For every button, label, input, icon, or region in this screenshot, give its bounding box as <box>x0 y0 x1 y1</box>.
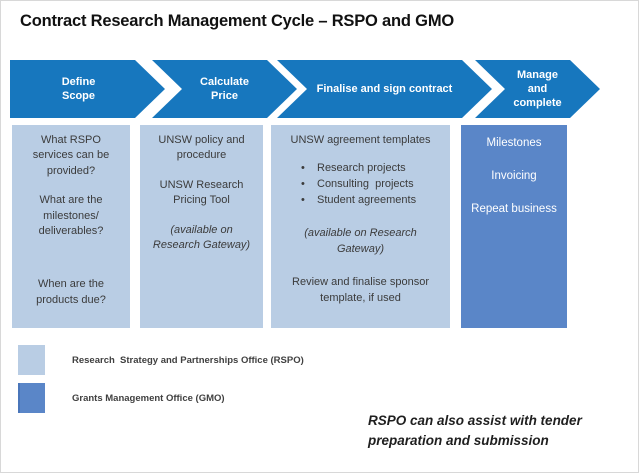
define-scope-detail-box: What RSPO services can be provided? What… <box>12 125 130 328</box>
detail-text: UNSW policy and procedure <box>158 134 245 162</box>
finalise-contract-detail-box: UNSW agreement templates Research projec… <box>271 125 450 328</box>
stage-chevron-manage-complete: Manage and complete <box>475 60 600 118</box>
stage-label: Finalise and sign contract <box>316 82 453 95</box>
stage-chevron-finalise-sign-contract: Finalise and sign contract <box>277 60 492 118</box>
tender-assistance-footnote: RSPO can also assist with tender prepara… <box>368 413 582 448</box>
detail-text: UNSW Research Pricing Tool <box>159 178 244 207</box>
stage-label: Manage and complete <box>513 68 562 110</box>
stage-label: Calculate Price <box>200 75 249 102</box>
list-item: Student agreements <box>301 192 450 208</box>
legend-row-rspo: Research Strategy and Partnerships Offic… <box>18 345 304 375</box>
detail-text: Review and finalise sponsor template, if… <box>292 276 429 304</box>
page-title: Contract Research Management Cycle – RSP… <box>20 12 454 30</box>
list-item-label: Student agreements <box>317 194 417 207</box>
stage-label: Define Scope <box>61 75 96 102</box>
manage-complete-detail-box: Milestones Invoicing Repeat business <box>461 125 567 328</box>
list-item-label: Research projects <box>317 162 406 175</box>
rspo-color-swatch <box>18 345 45 375</box>
stage-chevron-define-scope: Define Scope <box>10 60 165 118</box>
detail-heading: UNSW agreement templates <box>290 134 431 146</box>
stage-chevron-calculate-price: Calculate Price <box>152 60 297 118</box>
legend-label: Grants Management Office (GMO) <box>72 392 225 404</box>
detail-text: What RSPO services can be provided? <box>32 134 110 177</box>
detail-text: Invoicing <box>491 170 537 183</box>
availability-note: (available on Research Gateway) <box>304 227 417 255</box>
detail-text: Repeat business <box>471 203 557 216</box>
legend-label: Research Strategy and Partnerships Offic… <box>72 354 304 366</box>
list-item: Consulting projects <box>301 176 450 192</box>
process-chevron-band: Define Scope Calculate Price Finalise an… <box>10 60 610 118</box>
detail-text: When are the products due? <box>36 278 106 306</box>
detail-text: Milestones <box>486 137 542 149</box>
detail-text: What are the milestones/ deliverables? <box>38 194 104 237</box>
agreement-template-list: Research projects Consulting projects St… <box>271 160 450 208</box>
list-item: Research projects <box>301 160 450 176</box>
calculate-price-detail-box: UNSW policy and procedure UNSW Research … <box>140 125 263 328</box>
availability-note: (available on Research Gateway) <box>152 223 251 251</box>
list-item-label: Consulting projects <box>317 178 414 191</box>
legend-row-gmo: Grants Management Office (GMO) <box>18 383 225 413</box>
gmo-color-swatch <box>18 383 45 413</box>
